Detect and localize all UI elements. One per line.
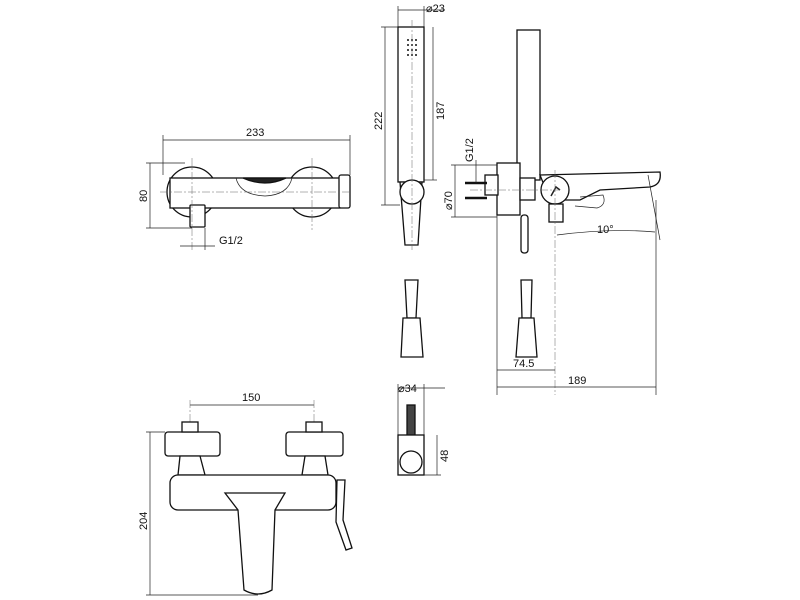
dim-80: 80 <box>138 190 150 202</box>
dim-d70: ⌀70 <box>443 191 455 210</box>
dim-g12-side: G1/2 <box>464 138 476 162</box>
dim-g12-top: G1/2 <box>219 235 243 247</box>
dim-74-5: 74.5 <box>513 358 534 370</box>
dim-222: 222 <box>373 112 385 130</box>
dim-10deg: 10° <box>597 224 614 236</box>
holder-view: ⌀34 48 <box>397 383 451 476</box>
dim-d34: ⌀34 <box>398 383 417 395</box>
top-view: 233 80 G1/2 <box>138 127 352 250</box>
dim-48: 48 <box>439 450 451 462</box>
front-view: 150 204 <box>138 392 353 596</box>
dim-187: 187 <box>435 102 447 120</box>
dim-150: 150 <box>242 392 260 404</box>
dim-233: 233 <box>246 127 264 139</box>
side-view: ⌀70 G1/2 10° 74.5 189 <box>443 29 661 395</box>
dim-189: 189 <box>568 375 586 387</box>
hand-shower-view: ⌀23 222 187 <box>373 3 447 358</box>
dim-d23: ⌀23 <box>426 3 445 15</box>
dim-204: 204 <box>138 512 150 530</box>
